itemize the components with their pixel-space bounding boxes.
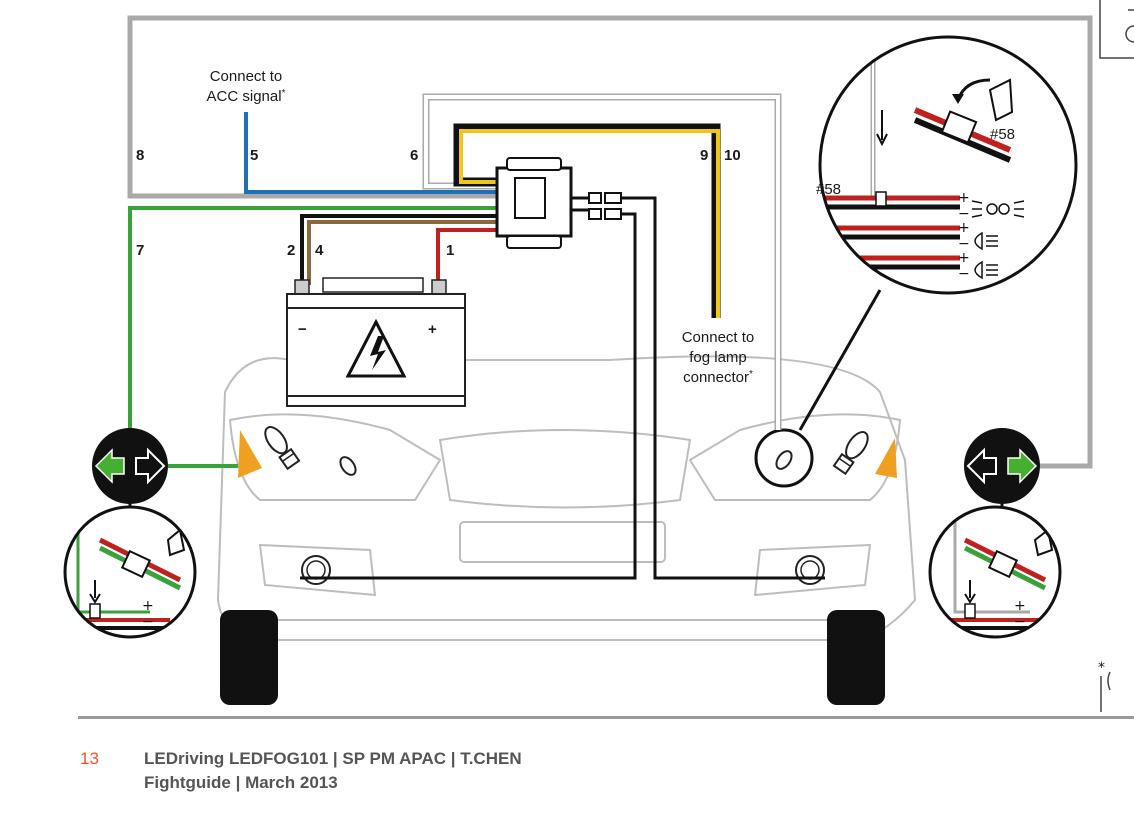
tr-minus-1: − (958, 206, 970, 222)
wire-number-1: 1 (446, 242, 454, 259)
left-indicator-arrows-icon (92, 428, 168, 504)
clip-connector-icon (913, 78, 1014, 163)
right-indicator-arrows-icon (964, 428, 1040, 504)
tr-minus-3: − (958, 266, 970, 282)
footer-subtitle: Fightguide | March 2013 (144, 773, 338, 792)
clip-connector-icon (98, 528, 186, 591)
wire-8-gray (127, 15, 1093, 469)
battery-plus: + (428, 321, 437, 338)
partial-edge-mark: * (1098, 660, 1111, 712)
right-plus: + (1014, 598, 1026, 614)
wire-number-4: 4 (315, 242, 324, 259)
right-minus: − (1014, 614, 1026, 630)
footer-divider (78, 716, 1134, 719)
battery-icon: − + (286, 277, 466, 407)
wire-number-8: 8 (136, 147, 144, 164)
partial-edge-box (1099, 0, 1134, 59)
fog-label-line3: connector* (683, 369, 753, 386)
wire-number-5: 5 (250, 147, 258, 164)
wire-6-white (422, 93, 782, 430)
acc-label-line1: Connect to (210, 68, 283, 85)
fog-lamp-icon (795, 555, 825, 585)
left-wheel (220, 610, 278, 705)
clip-connector-icon (963, 528, 1054, 591)
bulb-icon (832, 431, 869, 476)
wiring-diagram: − + (63, 0, 1134, 712)
tr-plus-3: + (958, 250, 970, 266)
position-light-inset: #58 #58 + − + − + − (816, 35, 1078, 295)
tr-plus-1: + (958, 190, 970, 206)
wire-number-10: 10 (724, 147, 741, 164)
fog-lamp-icon (301, 555, 331, 585)
position-bulb-icon (754, 428, 814, 488)
left-minus: − (142, 614, 154, 630)
wire-number-2: 2 (287, 242, 295, 259)
fog-label-line1: Connect to (682, 329, 755, 346)
page-number: 13 (80, 749, 99, 768)
footer-title: LEDriving LEDFOG101 | SP PM APAC | T.CHE… (144, 749, 522, 768)
wire-2-4-black-brown (300, 214, 497, 285)
bulb-icon (339, 456, 357, 476)
right-wheel (827, 610, 885, 705)
car-front-outline (216, 355, 917, 641)
right-clip-inset: + − (928, 505, 1062, 639)
inset-ref-label: #58 (990, 126, 1015, 143)
acc-label-line2: ACC signal* (207, 88, 286, 105)
battery-minus: − (298, 321, 307, 338)
inset-ref-label-2: #58 (816, 181, 841, 198)
wire-5-blue (244, 112, 497, 194)
bulb-icon (264, 426, 301, 471)
wire-9-10-yellow-black (453, 123, 721, 318)
svg-text:*: * (1098, 660, 1105, 676)
wire-number-9: 9 (700, 147, 708, 164)
high-voltage-icon (345, 318, 407, 378)
connector-plugs (588, 192, 622, 220)
tr-minus-2: − (958, 236, 970, 252)
control-box-icon (495, 157, 573, 249)
wire-number-6: 6 (410, 147, 418, 164)
wire-7-green (128, 206, 497, 468)
headlight-symbol-icon (971, 200, 1025, 280)
right-headlamp (754, 428, 897, 488)
left-clip-inset: + − (63, 505, 197, 639)
tr-plus-2: + (958, 220, 970, 236)
wire-1-red (436, 228, 497, 285)
left-plus: + (142, 598, 154, 614)
wire-number-7: 7 (136, 242, 144, 259)
left-headlamp (238, 426, 357, 478)
fog-label-line2: fog lamp (689, 349, 747, 366)
fog-lamp-wires (300, 196, 825, 580)
